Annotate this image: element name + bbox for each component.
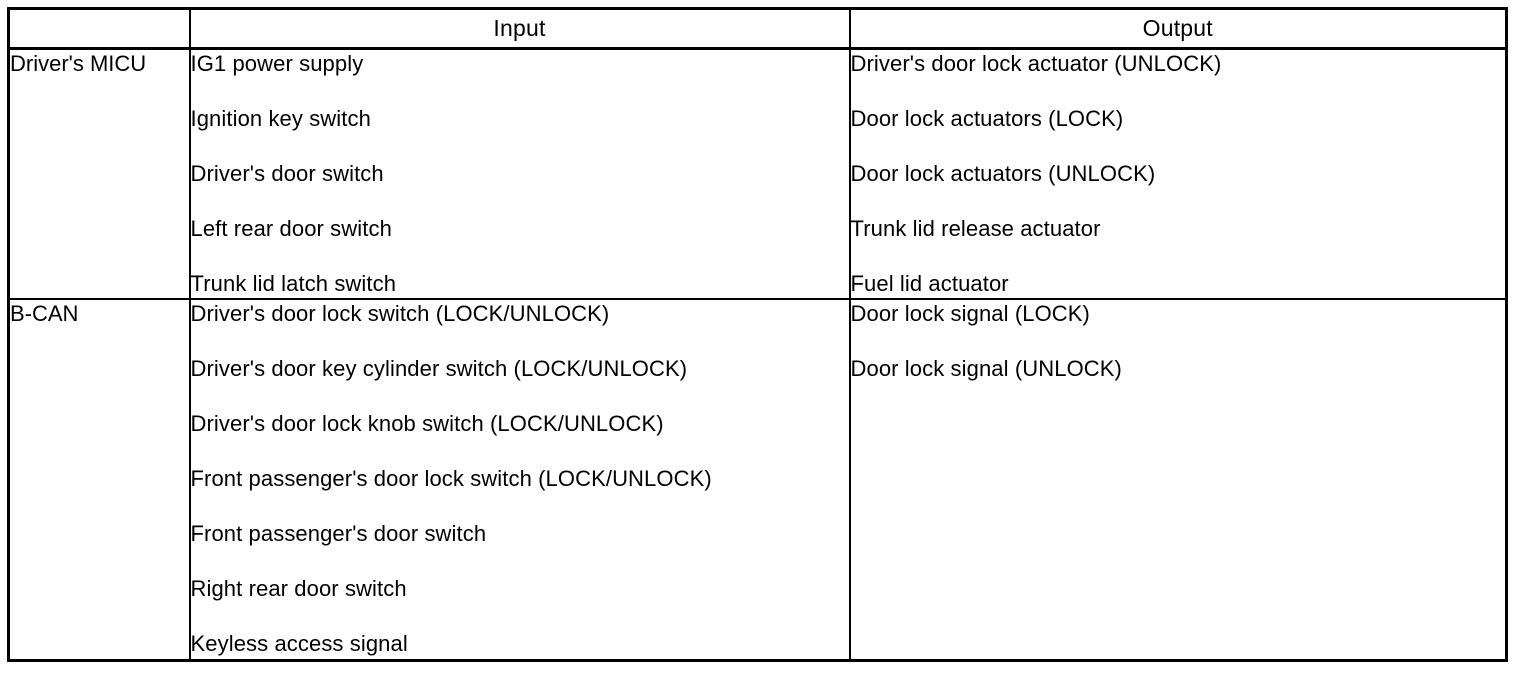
header-row: Input Output [8, 8, 1507, 50]
table-row-micu: Driver's MICU IG1 power supply Ignition … [8, 48, 1507, 301]
list-item: Door lock actuators (UNLOCK) [850, 161, 1156, 186]
header-input: Input [189, 8, 851, 50]
header-system-blank [8, 8, 191, 50]
list-item: Driver's door lock switch (LOCK/UNLOCK) [190, 301, 610, 327]
list-item: Front passenger's door switch [190, 521, 487, 547]
header-output: Output [849, 8, 1507, 50]
list-item: Trunk lid latch switch [190, 271, 397, 296]
cell-input-micu: IG1 power supply Ignition key switch Dri… [189, 48, 851, 301]
list-item: Fuel lid actuator [850, 271, 1009, 296]
list-item: Trunk lid release actuator [850, 216, 1101, 241]
cell-output-micu: Driver's door lock actuator (UNLOCK) Doo… [849, 48, 1507, 301]
list-item: Door lock signal (UNLOCK) [850, 356, 1122, 382]
input-list-micu: IG1 power supply Ignition key switch Dri… [191, 50, 849, 298]
cell-input-bcan: Driver's door lock switch (LOCK/UNLOCK) … [189, 299, 851, 661]
list-item: Right rear door switch [190, 576, 407, 602]
list-item: Driver's door lock knob switch (LOCK/UNL… [190, 411, 664, 437]
table-header: Input Output [8, 8, 1507, 50]
list-item: Driver's door key cylinder switch (LOCK/… [190, 356, 688, 382]
list-item: Ignition key switch [190, 106, 371, 131]
output-list-bcan: Door lock signal (LOCK) Door lock signal… [851, 300, 1506, 383]
list-item: Keyless access signal [190, 631, 408, 657]
list-item: IG1 power supply [190, 51, 364, 76]
list-item: Door lock signal (LOCK) [850, 301, 1090, 327]
list-item: Front passenger's door lock switch (LOCK… [190, 466, 712, 492]
cell-system-micu: Driver's MICU [8, 48, 191, 301]
list-item: Driver's door lock actuator (UNLOCK) [850, 51, 1222, 76]
list-item: Driver's door switch [190, 161, 384, 186]
output-list-micu: Driver's door lock actuator (UNLOCK) Doo… [851, 50, 1506, 298]
input-list-bcan: Driver's door lock switch (LOCK/UNLOCK) … [191, 300, 849, 658]
input-output-table: Input Output Driver's MICU IG1 power sup… [7, 7, 1508, 662]
list-item: Left rear door switch [190, 216, 392, 241]
table-body: Driver's MICU IG1 power supply Ignition … [8, 48, 1507, 661]
table-row-bcan: B-CAN Driver's door lock switch (LOCK/UN… [8, 299, 1507, 661]
list-item: Door lock actuators (LOCK) [850, 106, 1124, 131]
cell-output-bcan: Door lock signal (LOCK) Door lock signal… [850, 299, 1507, 660]
cell-system-bcan: B-CAN [8, 299, 191, 661]
